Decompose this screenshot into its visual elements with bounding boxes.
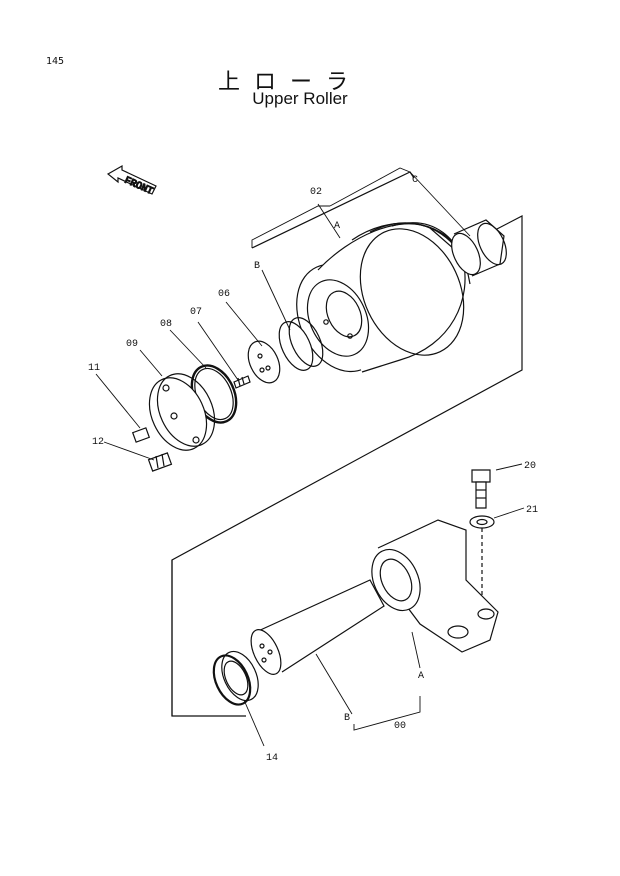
screw-07 [233,375,251,389]
bolt-20 [471,469,491,509]
callout-20: 20 [524,461,536,472]
washer-21 [469,515,495,529]
cover-plate [148,373,216,451]
callout-c-top: C [412,175,418,186]
callout-21: 21 [526,505,538,516]
callout-11: 11 [88,363,100,374]
callout-07: 07 [190,307,202,318]
shaft-bracket [250,519,499,675]
seal-b-upper [278,317,324,371]
callout-labels: 02 A B C 06 07 08 09 11 12 20 21 A B 00 … [88,175,538,764]
plug-11 [131,427,151,443]
page-number: 145 [46,56,65,67]
bushing-c [451,219,507,277]
callout-08: 08 [160,319,172,330]
callout-a-top: A [334,221,340,232]
leader-lines [95,167,525,747]
callout-02: 02 [310,187,322,198]
front-direction-arrow: FRONT [106,164,157,198]
assembly-boundary-right [171,215,523,717]
title-english: Upper Roller [252,89,348,108]
callout-09: 09 [126,339,138,350]
seal-14 [212,650,259,706]
callout-b-top: B [254,261,260,272]
title-japanese: 上ローラ [217,70,362,95]
bolt-12 [147,452,173,472]
callout-a-bottom: A [418,671,424,682]
callout-14: 14 [266,753,278,764]
callout-00: 00 [394,721,406,732]
callout-06: 06 [218,289,230,300]
roller-body [296,222,471,373]
thrust-plate [247,340,281,384]
callout-12: 12 [92,437,104,448]
callout-b-bottom: B [344,713,350,724]
